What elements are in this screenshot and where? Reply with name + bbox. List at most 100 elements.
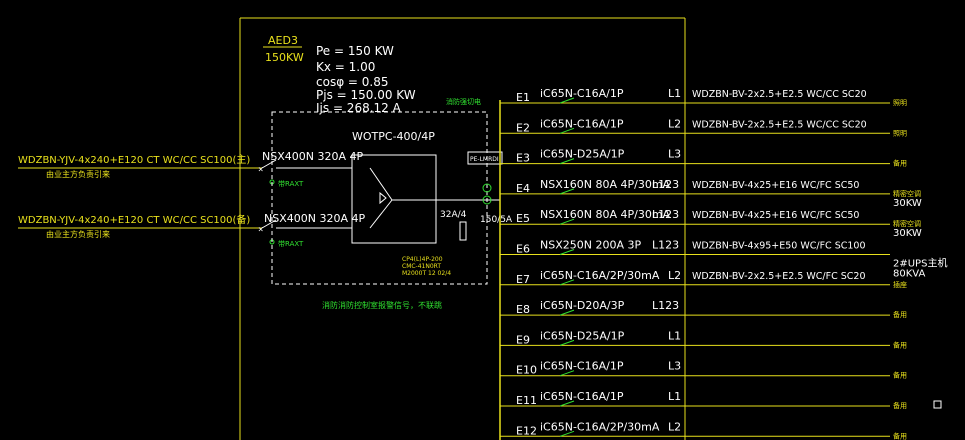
ats-label: WOTPC-400/4P [352, 130, 435, 143]
panel-border [239, 17, 686, 440]
circuit-phase: L3 [668, 360, 681, 373]
panel-kx: Kx = 1.00 [316, 60, 375, 74]
ats-controller-note-1: CP4(L)4P-200 [402, 256, 443, 263]
incoming-cable-label: WDZBN-YJV-4x240+E120 CT WC/CC SC100(主) [18, 154, 250, 166]
ats-controller-note-3: M2000T 12 02/4 [402, 270, 451, 277]
circuit-cable: WDZBN-BV-4x25+E16 WC/FC SC50 [692, 180, 859, 191]
circuit-phase: L1 [668, 87, 681, 100]
outgoing-circuit-row: E3 iC65N-D25A/1P L3 备用 [500, 148, 907, 168]
circuit-phase: L2 [668, 269, 681, 282]
incoming-breaker-label: NSX400N 320A 4P [262, 150, 363, 163]
outgoing-circuit-row: E9 iC65N-D25A/1P L1 备用 [500, 329, 907, 349]
circuit-load: 80KVA [893, 269, 925, 280]
circuit-phase: L1 [668, 329, 681, 342]
circuit-cable: WDZBN-BV-2x2.5+E2.5 WC/CC SC20 [692, 119, 867, 130]
circuit-load: 2#UPS主机 [893, 257, 947, 270]
ct-icon [482, 183, 492, 193]
circuit-breaker-label: iC65N-D25A/1P [540, 148, 625, 161]
breaker-contact [559, 400, 575, 407]
breaker-contact [559, 339, 575, 346]
breaker-contact [559, 158, 575, 165]
circuit-cable: WDZBN-BV-4x95+E50 WC/FC SC100 [692, 241, 866, 252]
circuit-phase: L3 [668, 148, 681, 161]
breaker-contact [559, 249, 575, 255]
circuit-use: 备用 [893, 431, 907, 440]
circuit-breaker-label: iC65N-D25A/1P [540, 329, 625, 342]
circuit-phase: L123 [652, 208, 679, 221]
circuit-breaker-label: NSX160N 80A 4P/30mA [540, 208, 671, 221]
circuit-id: E9 [516, 333, 530, 346]
circuit-phase: L123 [652, 299, 679, 312]
breaker-contact [559, 127, 575, 134]
circuit-id: E11 [516, 394, 537, 407]
ats-switch: WOTPC-400/4P 消防强切电 CP4(L)4P-200 CMC-41N0… [271, 97, 500, 310]
circuit-phase: L123 [652, 178, 679, 191]
circuit-id: E10 [516, 364, 537, 377]
ats-bottom-note: 消防消防控制室报警信号，不联跳 [322, 300, 442, 310]
circuit-breaker-label: iC65N-C16A/1P [540, 390, 624, 403]
circuit-use: 照明 [893, 99, 907, 107]
circuit-breaker-label: iC65N-C16A/1P [540, 360, 624, 373]
circuit-id: E5 [516, 212, 530, 225]
meter-box-label: PE-LMRDI [470, 156, 499, 163]
circuit-id: E3 [516, 152, 530, 165]
breaker-contact [559, 218, 575, 225]
circuit-use: 精密空调 [893, 189, 921, 198]
circuit-breaker-label: iC65N-D20A/3P [540, 299, 625, 312]
ct-ratio-1: 32A/4 [440, 210, 467, 220]
panel-name: AED3 [268, 34, 298, 47]
incoming-feeder-backup: WDZBN-YJV-4x240+E120 CT WC/CC SC100(备) 由… [18, 212, 365, 248]
breaker-contact [559, 279, 575, 286]
breaker-x-mark: × [258, 165, 263, 175]
breaker-contact [559, 430, 575, 437]
circuit-use: 备用 [893, 310, 907, 319]
circuit-cable: WDZBN-BV-4x25+E16 WC/FC SC50 [692, 210, 859, 221]
circuit-id: E4 [516, 182, 530, 195]
metering: PE-LMRDI 32A/4 150/5A [440, 151, 513, 241]
panel-ijs: Ijs = 268.12 A [316, 101, 402, 115]
circuit-id: E7 [516, 273, 530, 286]
circuit-use: 精密空调 [893, 219, 921, 228]
circuit-load: 30KW [893, 228, 922, 239]
breaker-contact [559, 188, 575, 195]
circuit-load: 30KW [893, 198, 922, 209]
circuit-breaker-label: iC65N-C16A/1P [540, 87, 624, 100]
panel-pe: Pe = 150 KW [316, 44, 394, 58]
panel-pjs: Pjs = 150.00 KW [316, 88, 416, 102]
ct-ratio-2: 150/5A [480, 215, 513, 225]
incoming-feeder-main: WDZBN-YJV-4x240+E120 CT WC/CC SC100(主) 由… [18, 150, 363, 188]
panel-cos: cosφ = 0.85 [316, 75, 389, 89]
aux-contact-label: 带RAXT [278, 240, 304, 248]
circuit-id: E2 [516, 121, 530, 134]
circuit-id: E12 [516, 424, 537, 437]
breaker-contact [559, 370, 575, 377]
circuit-breaker-label: NSX250N 200A 3P [540, 239, 641, 252]
panel-rating: 150KW [265, 51, 304, 64]
circuit-id: E6 [516, 243, 530, 256]
ats-fire-note: 消防强切电 [446, 97, 481, 106]
aux-contact-label: 带RAXT [278, 180, 304, 188]
circuit-use: 备用 [893, 159, 907, 168]
circuit-phase: L2 [668, 117, 681, 130]
panel-header: AED3 150KW Pe = 150 KW Kx = 1.00 cosφ = … [263, 34, 416, 115]
circuit-use: 照明 [893, 129, 907, 137]
circuit-phase: L2 [668, 420, 681, 433]
circuit-id: E8 [516, 303, 530, 316]
circuit-use: 备用 [893, 340, 907, 349]
circuit-phase: L1 [668, 390, 681, 403]
ct-icon [482, 195, 492, 205]
incoming-breaker-label: NSX400N 320A 4P [264, 212, 365, 225]
breaker-contact [559, 309, 575, 316]
circuit-cable: WDZBN-BV-2x2.5+E2.5 WC/CC SC20 [692, 89, 867, 100]
breaker-x-mark: × [258, 225, 263, 235]
